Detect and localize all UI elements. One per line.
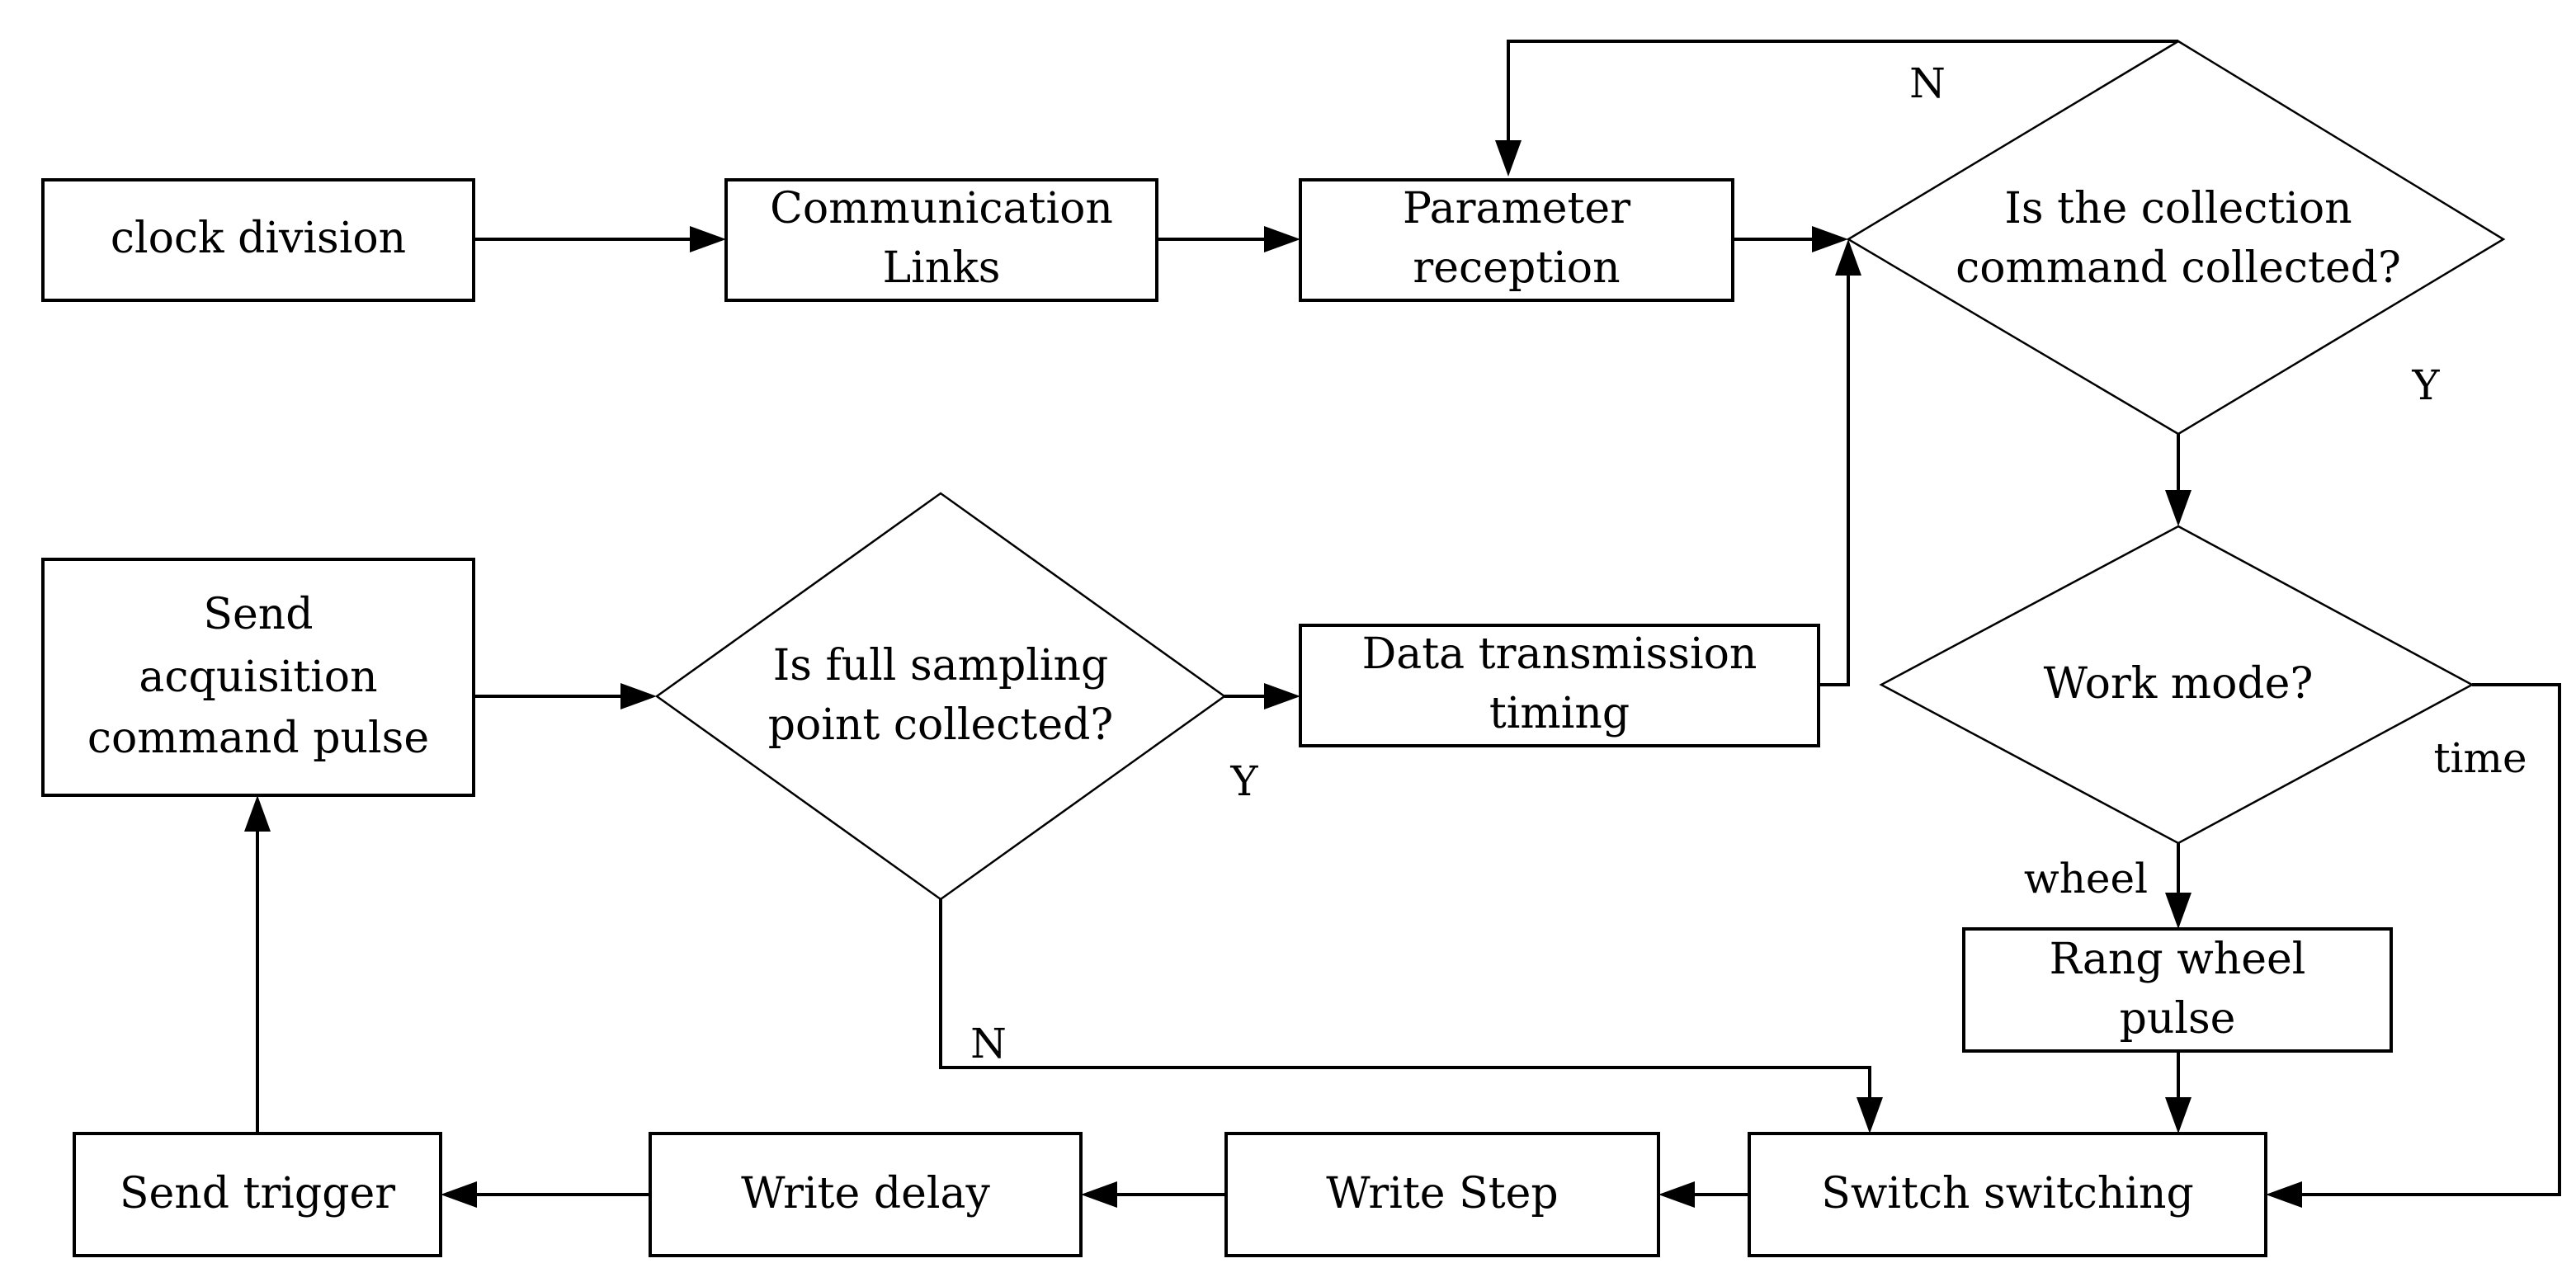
- arrowhead: [620, 683, 657, 709]
- edge-label-mode-time: time: [2433, 734, 2526, 782]
- arrowhead: [2266, 1181, 2302, 1208]
- process-parameter-reception: Parameter reception: [1299, 178, 1734, 302]
- arrowhead: [1495, 140, 1522, 177]
- node-label: pulse: [2120, 994, 2236, 1044]
- edge-timing-to-collection-check: [1819, 276, 1850, 686]
- node-label: Data transmission: [1362, 629, 1757, 679]
- edge-label-collection-no: N: [1909, 59, 1946, 107]
- node-label: Write Step: [1326, 1169, 1558, 1218]
- edge-sampling-no: [939, 899, 1871, 1097]
- node-label: clock division: [111, 214, 406, 263]
- arrowhead: [1812, 226, 1848, 252]
- arrowhead: [1264, 226, 1300, 252]
- arrowhead: [2165, 1097, 2191, 1134]
- decision-work-mode: Work mode?: [1879, 525, 2475, 845]
- process-send-trigger: Send trigger: [73, 1132, 442, 1257]
- node-label: Send: [203, 590, 313, 639]
- node-label: Is full sampling: [773, 641, 1109, 690]
- arrowhead: [1658, 1181, 1695, 1208]
- node-label: Links: [883, 243, 1001, 293]
- node-label: Communication: [770, 184, 1113, 233]
- edge-labels: N Y time wheel Y N: [970, 59, 2526, 1068]
- node-label: Is the collection: [2004, 184, 2352, 233]
- edge-label-sampling-yes: Y: [1229, 757, 1258, 805]
- decision-full-sampling: Is full sampling point collected?: [654, 492, 1227, 901]
- edge-label-collection-yes: Y: [2411, 361, 2440, 409]
- edge-mode-time: [2302, 683, 2561, 1196]
- node-label: Switch switching: [1821, 1169, 2194, 1218]
- decision-collection-command: Is the collection command collected?: [1846, 40, 2506, 436]
- node-label: command collected?: [1956, 243, 2401, 293]
- arrowhead: [244, 795, 271, 832]
- edge-collection-no-loop: [1507, 40, 2178, 140]
- node-label: Write delay: [741, 1169, 990, 1218]
- arrowhead: [2165, 490, 2191, 526]
- arrowhead: [2165, 893, 2191, 929]
- edges: [244, 40, 2561, 1208]
- edge-label-mode-wheel: wheel: [2024, 855, 2148, 903]
- process-clock-division: clock division: [41, 178, 475, 302]
- arrowhead: [1835, 239, 1861, 276]
- node-label: reception: [1413, 243, 1620, 293]
- arrowhead: [690, 226, 726, 252]
- node-label: acquisition: [139, 653, 377, 702]
- process-rang-wheel-pulse: Rang wheel pulse: [1962, 927, 2393, 1053]
- arrowhead: [441, 1181, 477, 1208]
- node-label: Send trigger: [120, 1169, 395, 1218]
- node-label: command pulse: [87, 714, 429, 763]
- process-switch-switching: Switch switching: [1748, 1132, 2267, 1257]
- node-label: timing: [1489, 689, 1630, 738]
- process-send-acquisition: Send acquisition command pulse: [41, 558, 475, 797]
- node-label: Work mode?: [2044, 659, 2314, 709]
- arrowhead: [1857, 1097, 1883, 1134]
- process-communication-links: Communication Links: [724, 178, 1158, 302]
- node-label: Rang wheel: [2050, 935, 2306, 984]
- node-label: Parameter: [1403, 184, 1630, 233]
- edge-label-sampling-no: N: [970, 1020, 1007, 1068]
- process-write-delay: Write delay: [649, 1132, 1083, 1257]
- arrowhead: [1081, 1181, 1117, 1208]
- process-data-transmission-timing: Data transmission timing: [1299, 624, 1820, 747]
- process-write-step: Write Step: [1224, 1132, 1660, 1257]
- node-label: point collected?: [768, 700, 1114, 750]
- arrowhead: [1264, 683, 1300, 709]
